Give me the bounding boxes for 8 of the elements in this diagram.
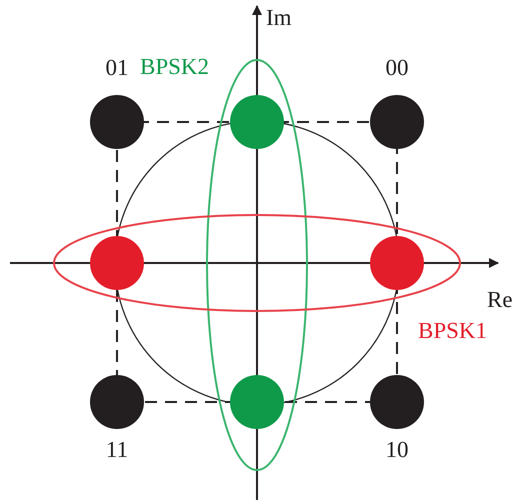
bit-label: 00: [386, 55, 408, 81]
constellation-label: BPSK1: [418, 318, 488, 344]
bit-label: 11: [106, 437, 128, 463]
bit-label: 10: [386, 437, 408, 463]
axis-label: Im: [266, 5, 292, 31]
constellation-label: BPSK2: [140, 54, 210, 80]
bit-label: 01: [106, 55, 128, 81]
axis-label: Re: [487, 287, 513, 313]
